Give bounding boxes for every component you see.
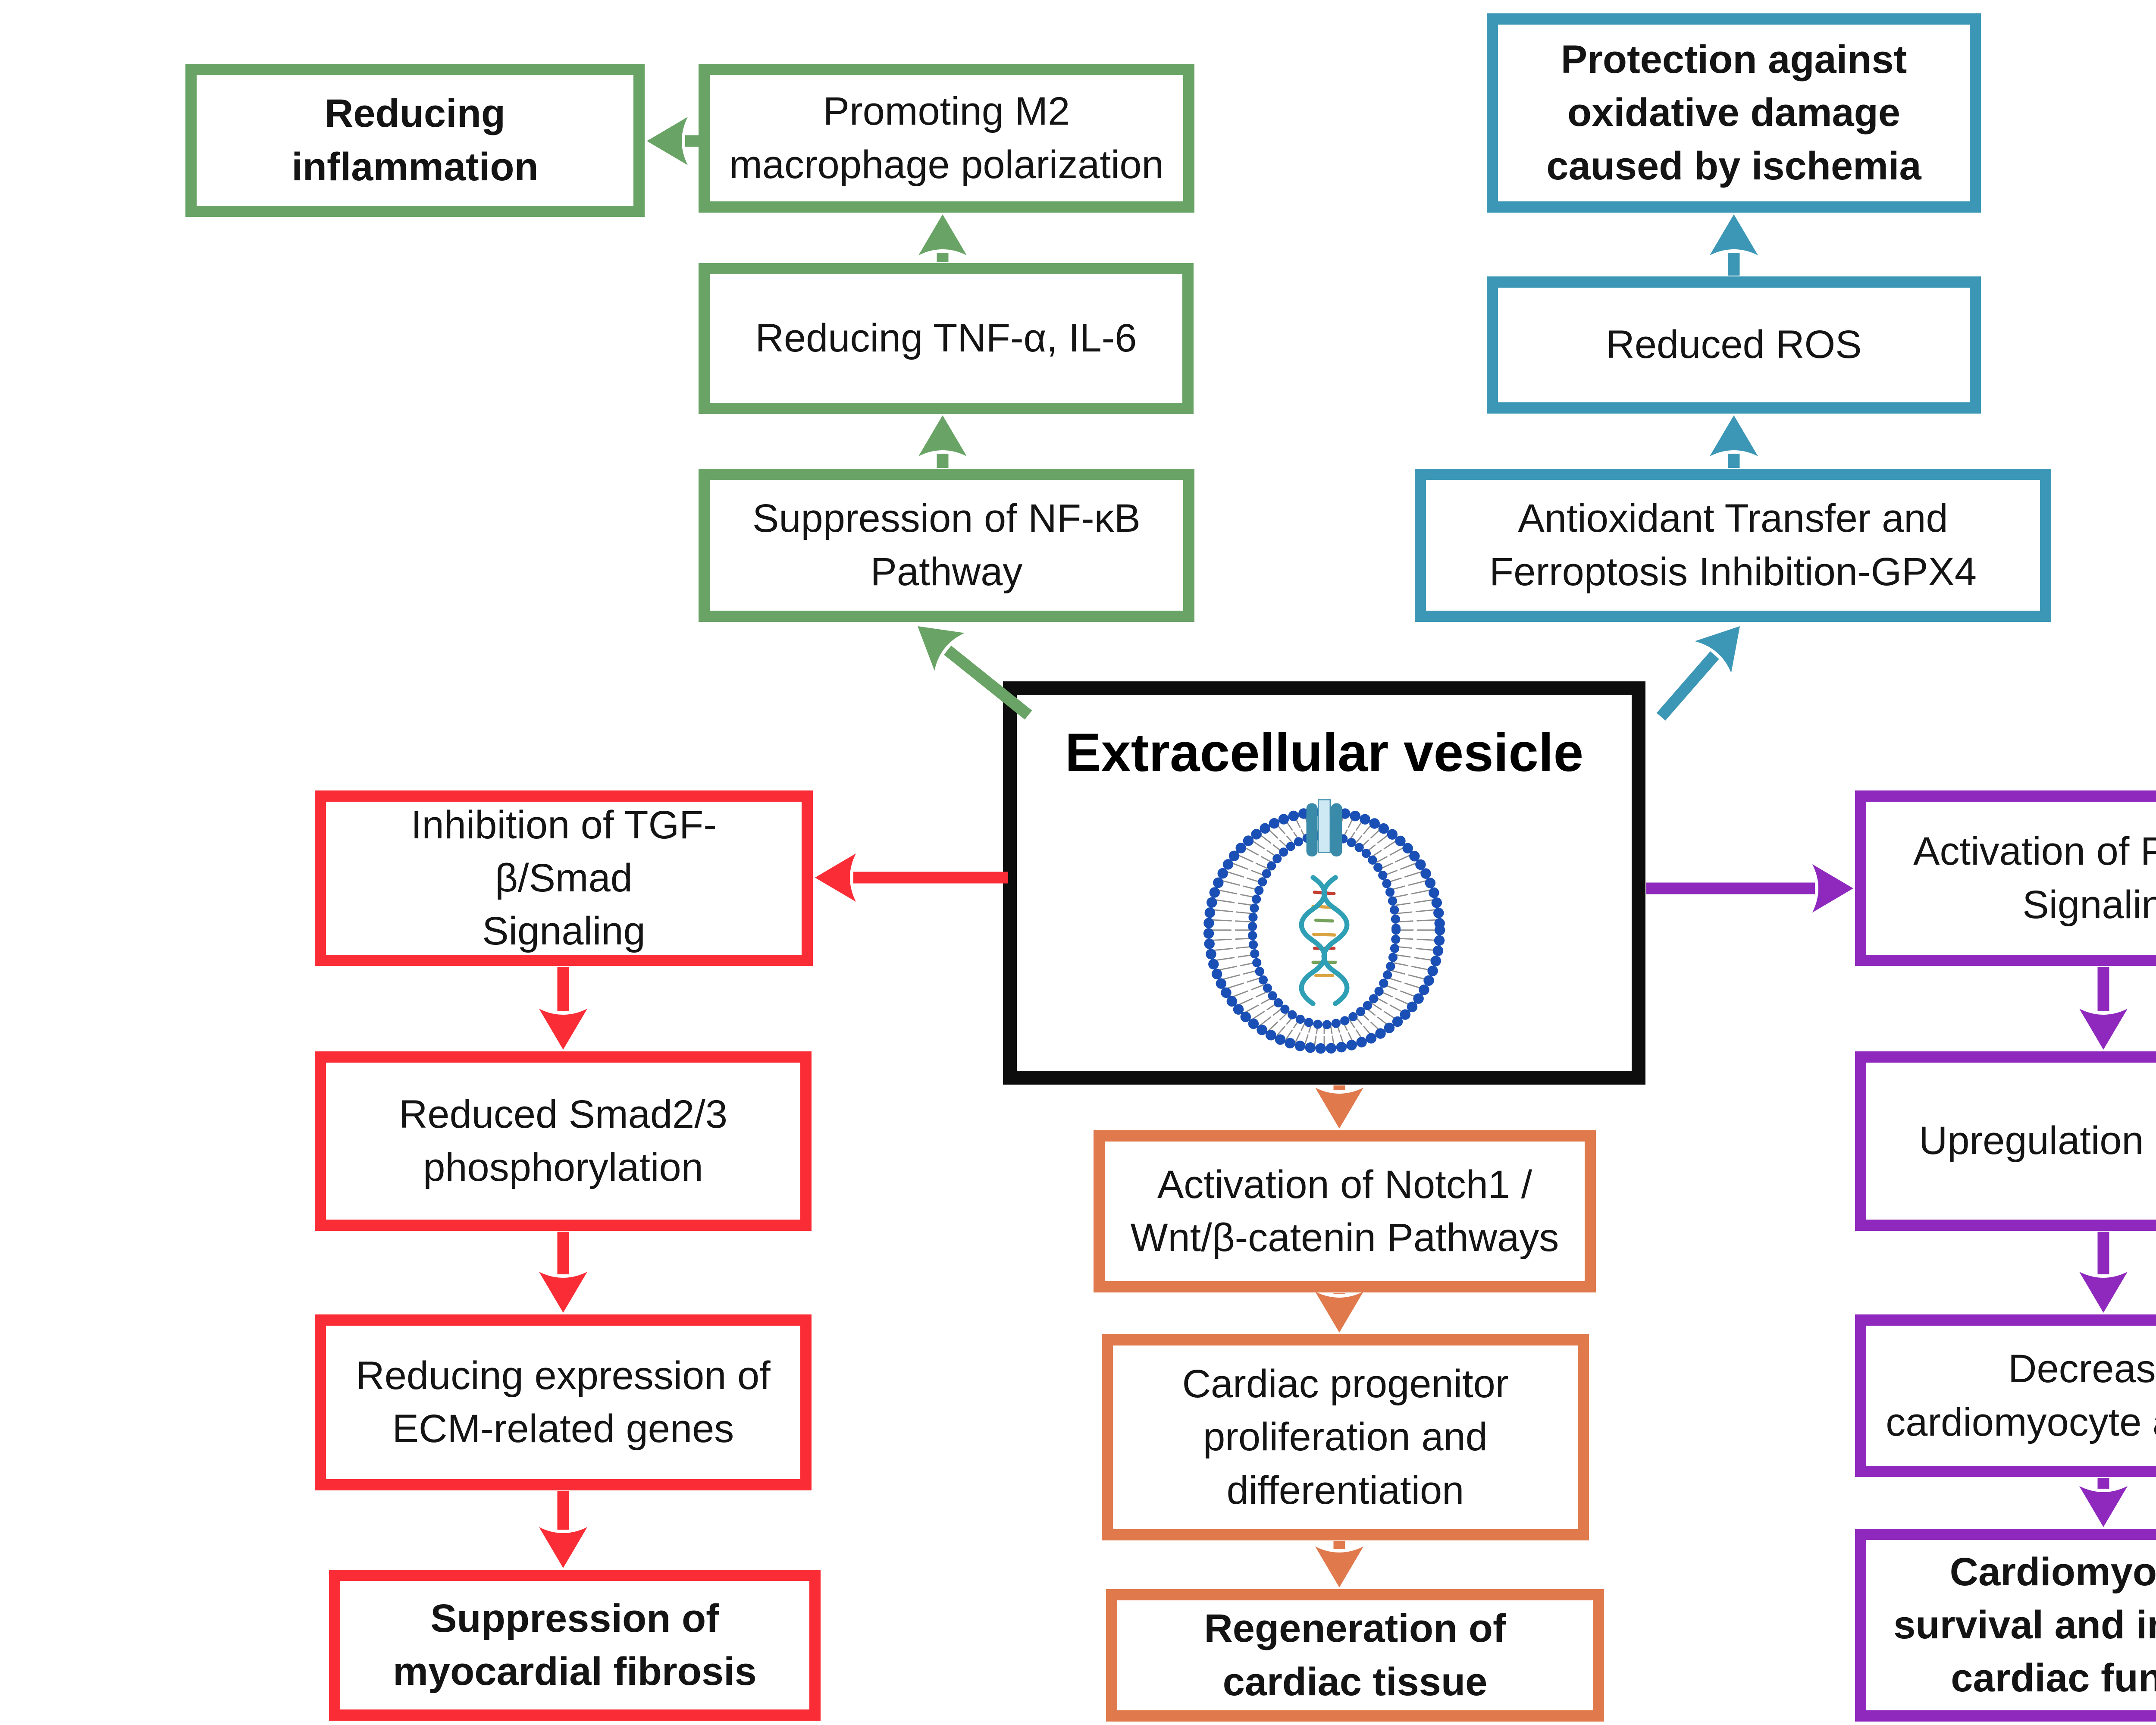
inner-lipid-ring bbox=[1247, 831, 1401, 1029]
box-reduced-ros: Reduced ROS bbox=[1487, 276, 1981, 414]
arrow-tgf-to-smad bbox=[539, 967, 587, 1050]
arrow-antioxidant-to-ros bbox=[1710, 415, 1758, 468]
extracellular-vesicle-icon bbox=[1203, 799, 1445, 1054]
arrow-m2-to-inflammation bbox=[647, 117, 699, 165]
membrane-channel-icon bbox=[1306, 799, 1342, 856]
arrow-pi3k-to-bcl2 bbox=[2079, 967, 2128, 1050]
box-ecm-genes: Reducing expression of ECM-related genes bbox=[315, 1314, 812, 1490]
arrow-nfkb-to-tnf bbox=[918, 415, 967, 468]
box-pi3k-akt: Activation of PI3K/Akt Signaling bbox=[1855, 790, 2156, 966]
arrow-bcl2-to-apoptosis bbox=[2079, 1232, 2128, 1313]
box-bcl2-upregulation: Upregulation of Bcl-2 bbox=[1855, 1051, 2156, 1231]
box-reducing-inflammation: Reducing inflammation bbox=[185, 64, 645, 217]
arrow-tnf-to-m2 bbox=[918, 214, 967, 262]
arrow-vesicle-to-pi3k bbox=[1646, 864, 1853, 913]
center-title: Extracellular vesicle bbox=[1065, 723, 1584, 783]
box-m2-polarization: Promoting M2 macrophage polarization bbox=[699, 64, 1194, 213]
arrow-ecm-to-fibrosis bbox=[539, 1491, 587, 1568]
box-protection-oxidative: Protection against oxidative damage caus… bbox=[1487, 13, 1981, 213]
arrow-notch-to-progenitor bbox=[1315, 1292, 1363, 1333]
box-regeneration-cardiac-tissue: Regeneration of cardiac tissue bbox=[1106, 1589, 1604, 1722]
arrow-progenitor-to-regeneration bbox=[1315, 1541, 1363, 1587]
box-cardiomyocyte-survival: Cardiomyocytes survival and improved car… bbox=[1855, 1529, 2156, 1722]
box-myocardial-fibrosis: Suppression of myocardial fibrosis bbox=[329, 1570, 821, 1721]
arrow-ros-to-protection bbox=[1710, 214, 1758, 276]
arrow-apoptosis-to-survival bbox=[2079, 1478, 2128, 1527]
arrow-smad-to-ecm bbox=[539, 1232, 587, 1313]
box-tgf-smad-inhibition: Inhibition of TGF-β/Smad Signaling bbox=[315, 790, 813, 966]
box-reducing-tnf-il6: Reducing TNF-α, IL-6 bbox=[699, 263, 1194, 414]
arrow-vesicle-to-tgf bbox=[815, 853, 1008, 902]
arrow-vesicle-to-notch bbox=[1315, 1085, 1363, 1129]
box-extracellular-vesicle: Extracellular vesicle bbox=[1003, 681, 1645, 1085]
dna-helix-icon bbox=[1299, 875, 1350, 1006]
box-cardiac-progenitor: Cardiac progenitor proliferation and dif… bbox=[1102, 1334, 1589, 1540]
box-decreased-apoptosis: Decreased cardiomyocyte apoptosis bbox=[1855, 1314, 2156, 1477]
box-notch-wnt-pathways: Activation of Notch1 / Wnt/β-catenin Pat… bbox=[1094, 1130, 1596, 1292]
box-smad-phosphorylation: Reduced Smad2/3 phosphorylation bbox=[315, 1051, 812, 1231]
box-nfkb-suppression: Suppression of NF-κB Pathway bbox=[699, 469, 1194, 622]
box-antioxidant-gpx4: Antioxidant Transfer and Ferroptosis Inh… bbox=[1415, 469, 2051, 622]
arrow-vesicle-to-antioxidant bbox=[1656, 626, 1740, 721]
lipid-tails bbox=[1212, 813, 1436, 1047]
